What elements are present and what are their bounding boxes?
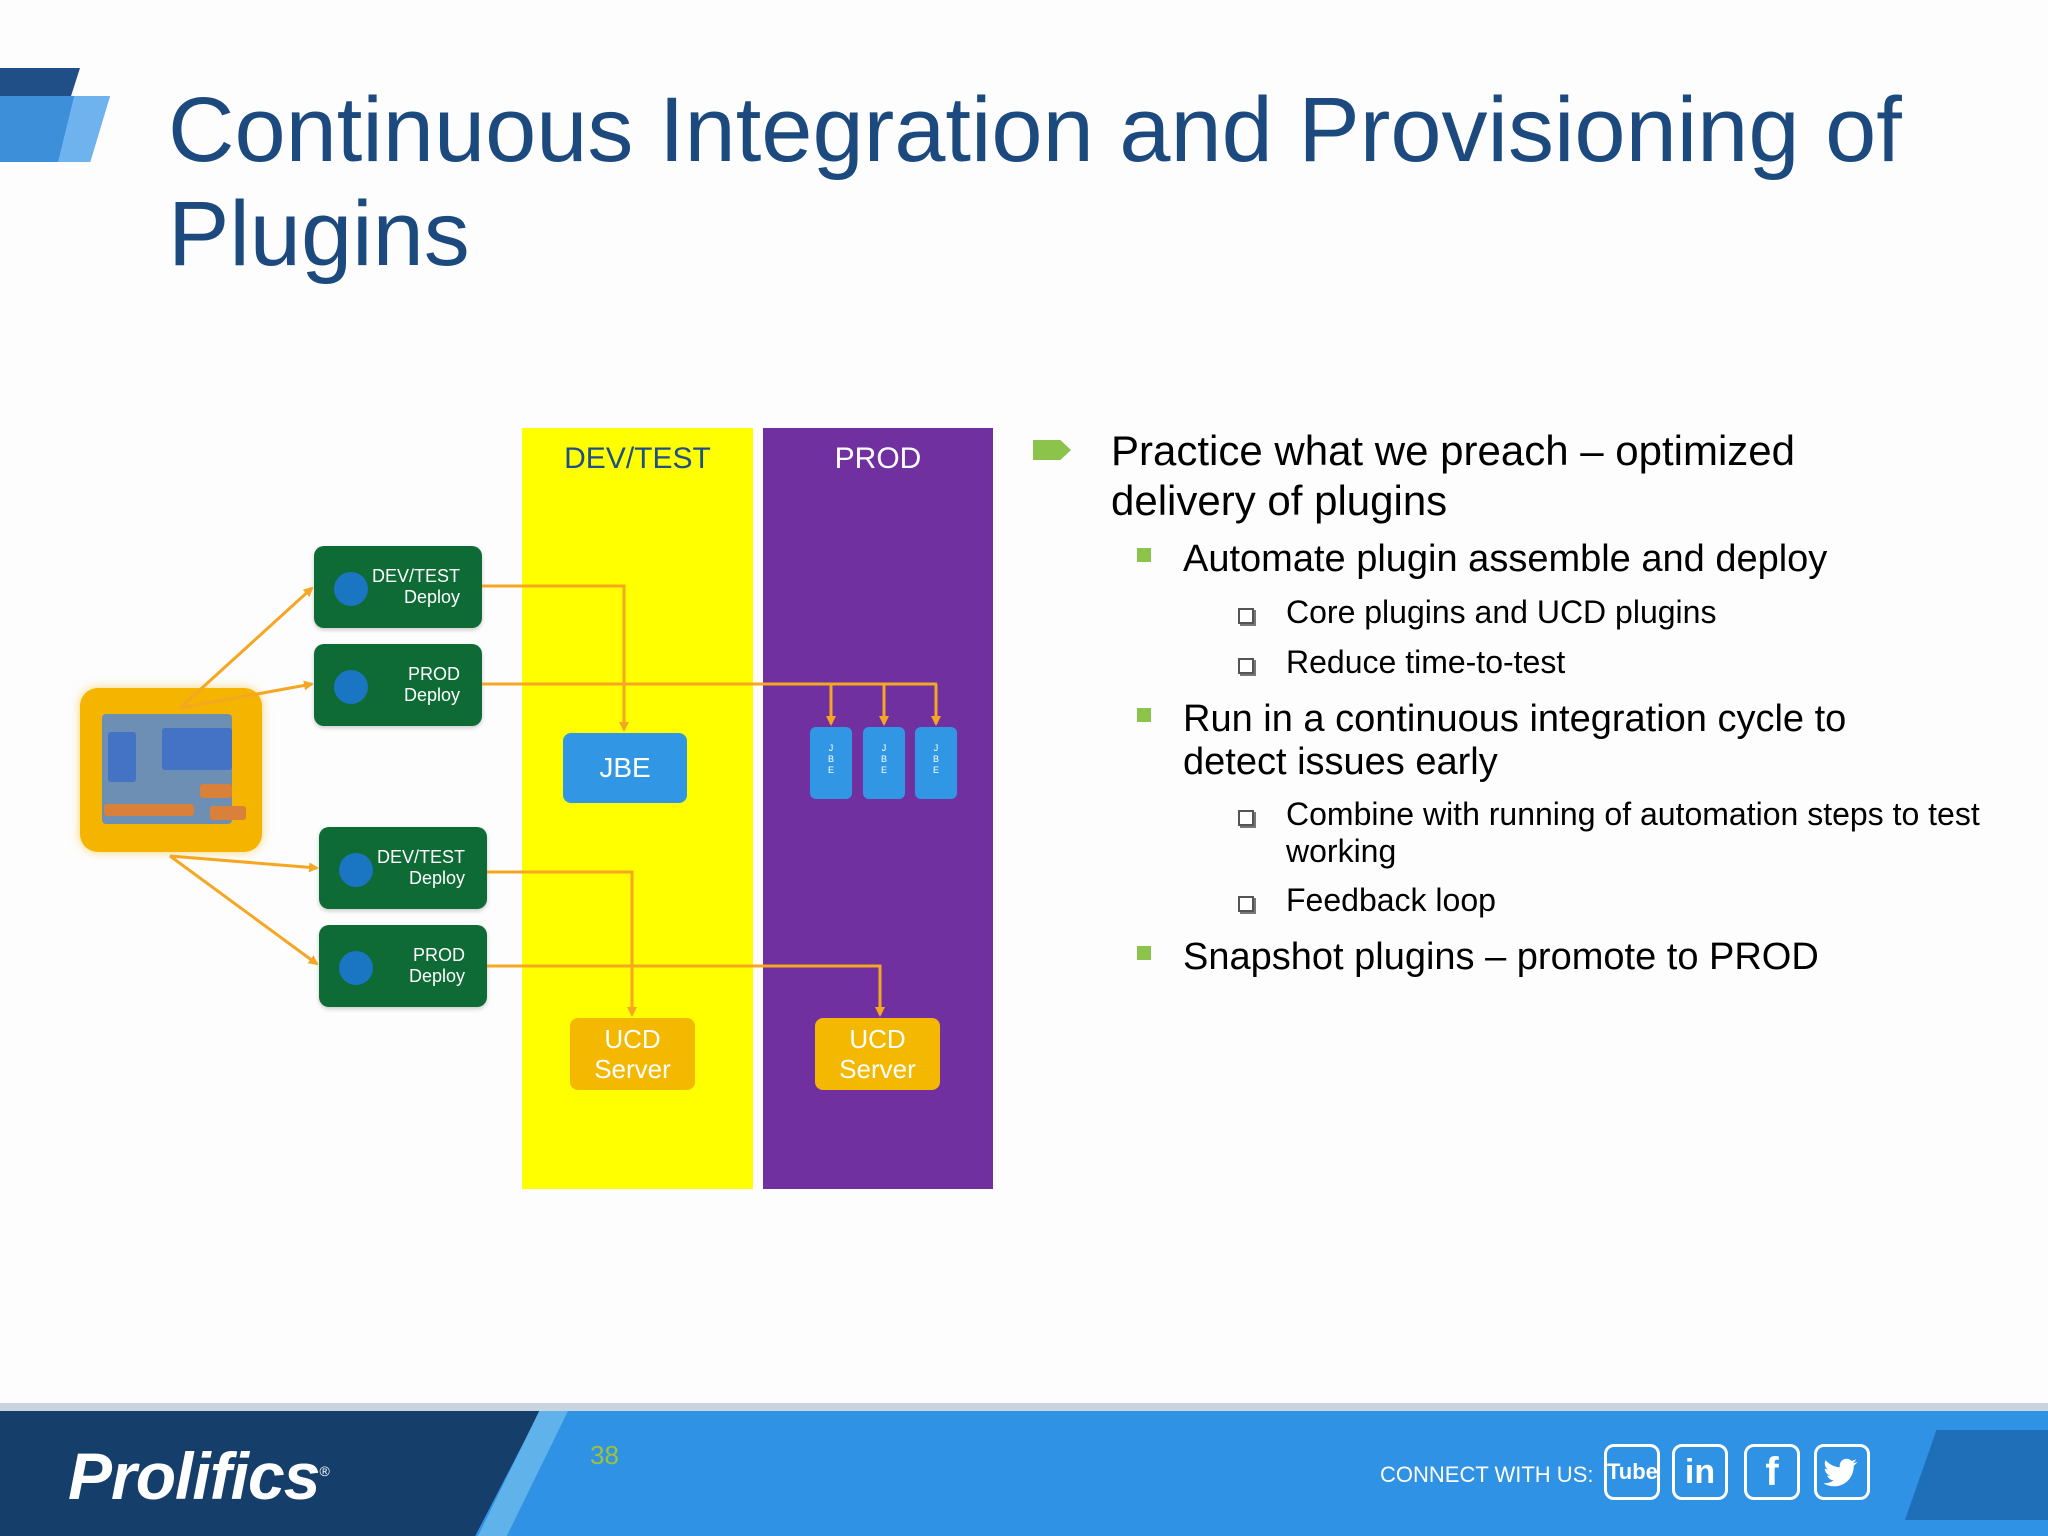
bullet-level3: Core plugins and UCD plugins bbox=[1286, 594, 1717, 630]
twitter-bird-icon bbox=[1823, 1458, 1858, 1487]
deploy-icon bbox=[339, 951, 373, 985]
deploy-icon bbox=[334, 572, 368, 606]
youtube-icon[interactable]: Tube bbox=[1604, 1444, 1660, 1500]
arrow-source-to-devtest bbox=[169, 854, 319, 873]
ucd-server-prod: UCD Server bbox=[815, 1018, 940, 1090]
bullet-level2: Automate plugin assemble and deploy bbox=[1183, 538, 1828, 580]
facebook-label: f bbox=[1765, 1450, 1779, 1494]
checkbox-bullet-icon bbox=[1238, 658, 1254, 674]
footer-divider bbox=[0, 1403, 2048, 1411]
thumbnail-block bbox=[108, 732, 136, 782]
jbe-mini-box: J B E bbox=[863, 727, 905, 799]
prod-column-header: PROD bbox=[834, 442, 922, 475]
deploy-box-label: PROD bbox=[407, 664, 460, 684]
header-accent-light bbox=[0, 96, 110, 162]
arrow-bullet-icon bbox=[1033, 440, 1071, 460]
bullet-level3: Reduce time-to-test bbox=[1286, 644, 1566, 680]
footer-logo-panel bbox=[0, 1411, 540, 1536]
facebook-icon[interactable]: f bbox=[1744, 1444, 1800, 1500]
ucd-sublabel: Server bbox=[594, 1054, 671, 1084]
slide-title: Continuous Integration and Provisioning … bbox=[168, 79, 1902, 285]
arrow-source-to-prod bbox=[169, 854, 319, 966]
square-bullet-icon bbox=[1137, 708, 1151, 722]
prolifics-logo: Prolifics® bbox=[68, 1438, 330, 1514]
logo-text: Prolifics bbox=[68, 1439, 320, 1513]
ucd-label: UCD bbox=[604, 1024, 661, 1054]
ucd-server-devtest: UCD Server bbox=[570, 1018, 695, 1090]
page-number: 38 bbox=[590, 1440, 619, 1470]
linkedin-label: in bbox=[1684, 1453, 1716, 1491]
bullet-level2: Run in a continuous integration cycle to… bbox=[1183, 698, 1847, 783]
deploy-box-label: PROD bbox=[412, 945, 465, 965]
bullet-level2: Snapshot plugins – promote to PROD bbox=[1183, 936, 1819, 978]
deploy-box-sublabel: Deploy bbox=[403, 587, 460, 607]
deploy-box-label: DEV/TEST bbox=[376, 847, 465, 867]
twitter-icon[interactable] bbox=[1814, 1444, 1870, 1500]
bullet-level3: Feedback loop bbox=[1286, 882, 1496, 918]
ucd-sublabel: Server bbox=[839, 1054, 916, 1084]
pipeline-source-thumbnail bbox=[80, 688, 262, 852]
deploy-box-sublabel: Deploy bbox=[408, 966, 465, 986]
ucd-label: UCD bbox=[849, 1024, 906, 1054]
logo-registered-mark: ® bbox=[319, 1463, 329, 1479]
deploy-icon bbox=[339, 853, 373, 887]
jbe-box: JBE bbox=[563, 733, 687, 803]
checkbox-bullet-icon bbox=[1238, 896, 1254, 912]
thumbnail-block bbox=[200, 784, 232, 798]
checkbox-bullet-icon bbox=[1238, 810, 1254, 826]
bullet-level1: Practice what we preach – optimized deli… bbox=[1111, 427, 1795, 524]
checkbox-bullet-icon bbox=[1238, 608, 1254, 624]
square-bullet-icon bbox=[1137, 946, 1151, 960]
jbe-mini-box: J B E bbox=[915, 727, 957, 799]
thumbnail-block bbox=[104, 804, 194, 816]
deploy-icon bbox=[334, 670, 368, 704]
deploy-box-sublabel: Deploy bbox=[403, 685, 460, 705]
square-bullet-icon bbox=[1137, 548, 1151, 562]
linkedin-icon[interactable]: in bbox=[1672, 1444, 1728, 1500]
youtube-label: Tube bbox=[1607, 1459, 1658, 1484]
deploy-box-label: DEV/TEST bbox=[371, 566, 460, 586]
thumbnail-block bbox=[210, 806, 246, 820]
deploy-box-sublabel: Deploy bbox=[408, 868, 465, 888]
thumbnail-block bbox=[162, 728, 232, 770]
jbe-mini-box: J B E bbox=[810, 727, 852, 799]
devtest-column-header: DEV/TEST bbox=[564, 442, 711, 475]
header-accent-dark bbox=[0, 68, 80, 98]
connect-label: CONNECT WITH US: bbox=[1380, 1462, 1594, 1487]
bullet-level3: Combine with running of automation steps… bbox=[1286, 796, 1980, 869]
